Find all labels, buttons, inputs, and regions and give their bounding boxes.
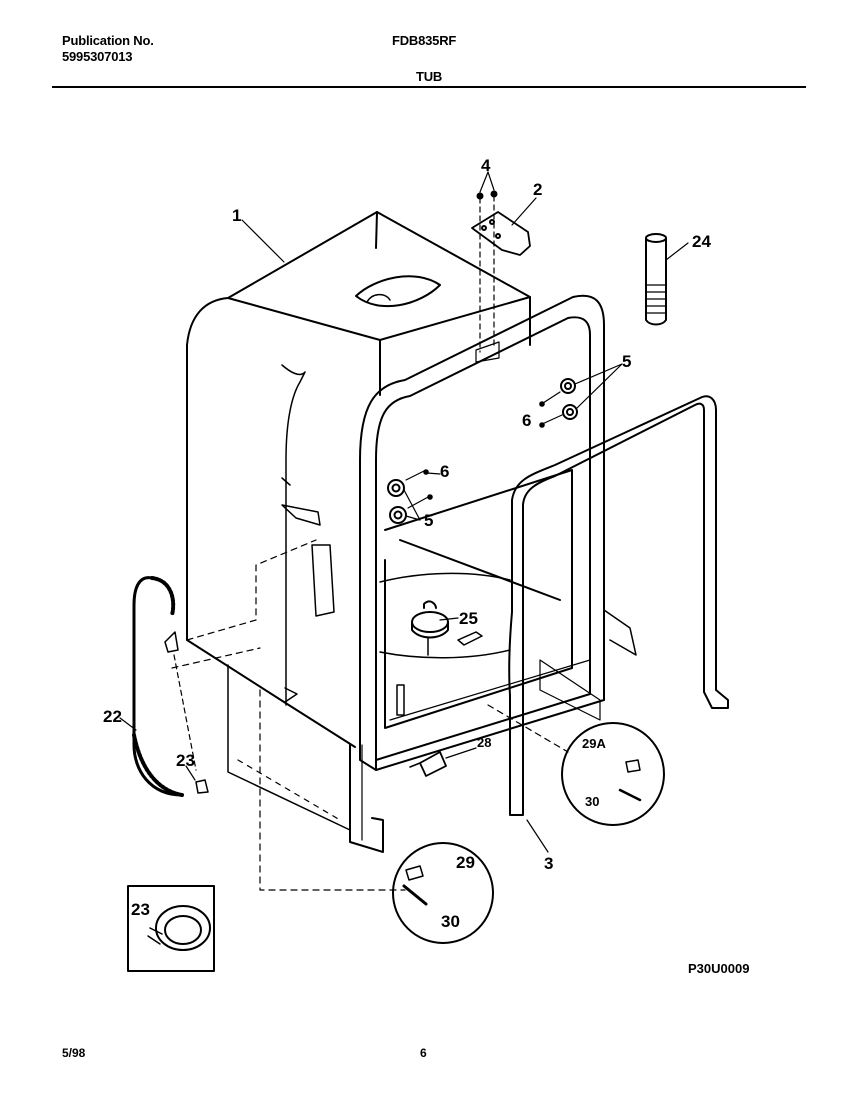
model-number: FDB835RF bbox=[392, 33, 457, 48]
part-label-25: 25 bbox=[459, 609, 478, 628]
part-label-23: 23 bbox=[176, 751, 195, 770]
section-title: TUB bbox=[416, 69, 443, 84]
header-rule bbox=[52, 86, 806, 88]
tub-floor bbox=[379, 572, 511, 716]
tub-body bbox=[186, 211, 531, 853]
part-label-5-right: 5 bbox=[622, 352, 631, 371]
tub-front-frame bbox=[359, 294, 637, 771]
footer-date: 5/98 bbox=[62, 1046, 86, 1060]
part-label-28: 28 bbox=[477, 735, 491, 750]
leader-lines bbox=[119, 171, 689, 853]
door-fasteners-left bbox=[387, 469, 433, 524]
part-label-22: 22 bbox=[103, 707, 122, 726]
part-label-4: 4 bbox=[481, 156, 491, 175]
part-label-6-right: 6 bbox=[522, 411, 531, 430]
part-label-5-left: 5 bbox=[424, 511, 433, 530]
part-label-29: 29 bbox=[456, 853, 475, 872]
valve bbox=[409, 747, 477, 777]
page-number: 6 bbox=[420, 1046, 427, 1060]
part-label-3: 3 bbox=[544, 854, 553, 873]
part-label-30-detail-29: 30 bbox=[441, 912, 460, 931]
door-gasket bbox=[508, 395, 729, 816]
part-label-24: 24 bbox=[692, 232, 711, 251]
mounting-bracket bbox=[471, 190, 531, 363]
leader-dashes bbox=[171, 539, 569, 891]
part-label-30-detail-29a: 30 bbox=[585, 794, 599, 809]
detail-circle-29 bbox=[392, 842, 494, 944]
part-label-1: 1 bbox=[232, 206, 241, 225]
part-label-2: 2 bbox=[533, 180, 542, 199]
part-label-23-inset: 23 bbox=[131, 900, 150, 919]
publication-number-label: Publication No. bbox=[62, 33, 154, 48]
drain-hose bbox=[132, 576, 209, 797]
door-fasteners-right bbox=[539, 378, 578, 428]
detail-circle-29a bbox=[561, 722, 665, 826]
publication-number: 5995307013 bbox=[62, 49, 133, 64]
figure-id: P30U0009 bbox=[688, 961, 750, 976]
part-labels: 1 2 3 4 5 5 6 6 22 23 23 24 25 28 29 29A… bbox=[103, 156, 711, 931]
part-label-29a: 29A bbox=[582, 736, 606, 751]
part-label-6-left: 6 bbox=[440, 462, 449, 481]
clamp-inset bbox=[127, 885, 215, 972]
vent-tube bbox=[645, 233, 667, 326]
